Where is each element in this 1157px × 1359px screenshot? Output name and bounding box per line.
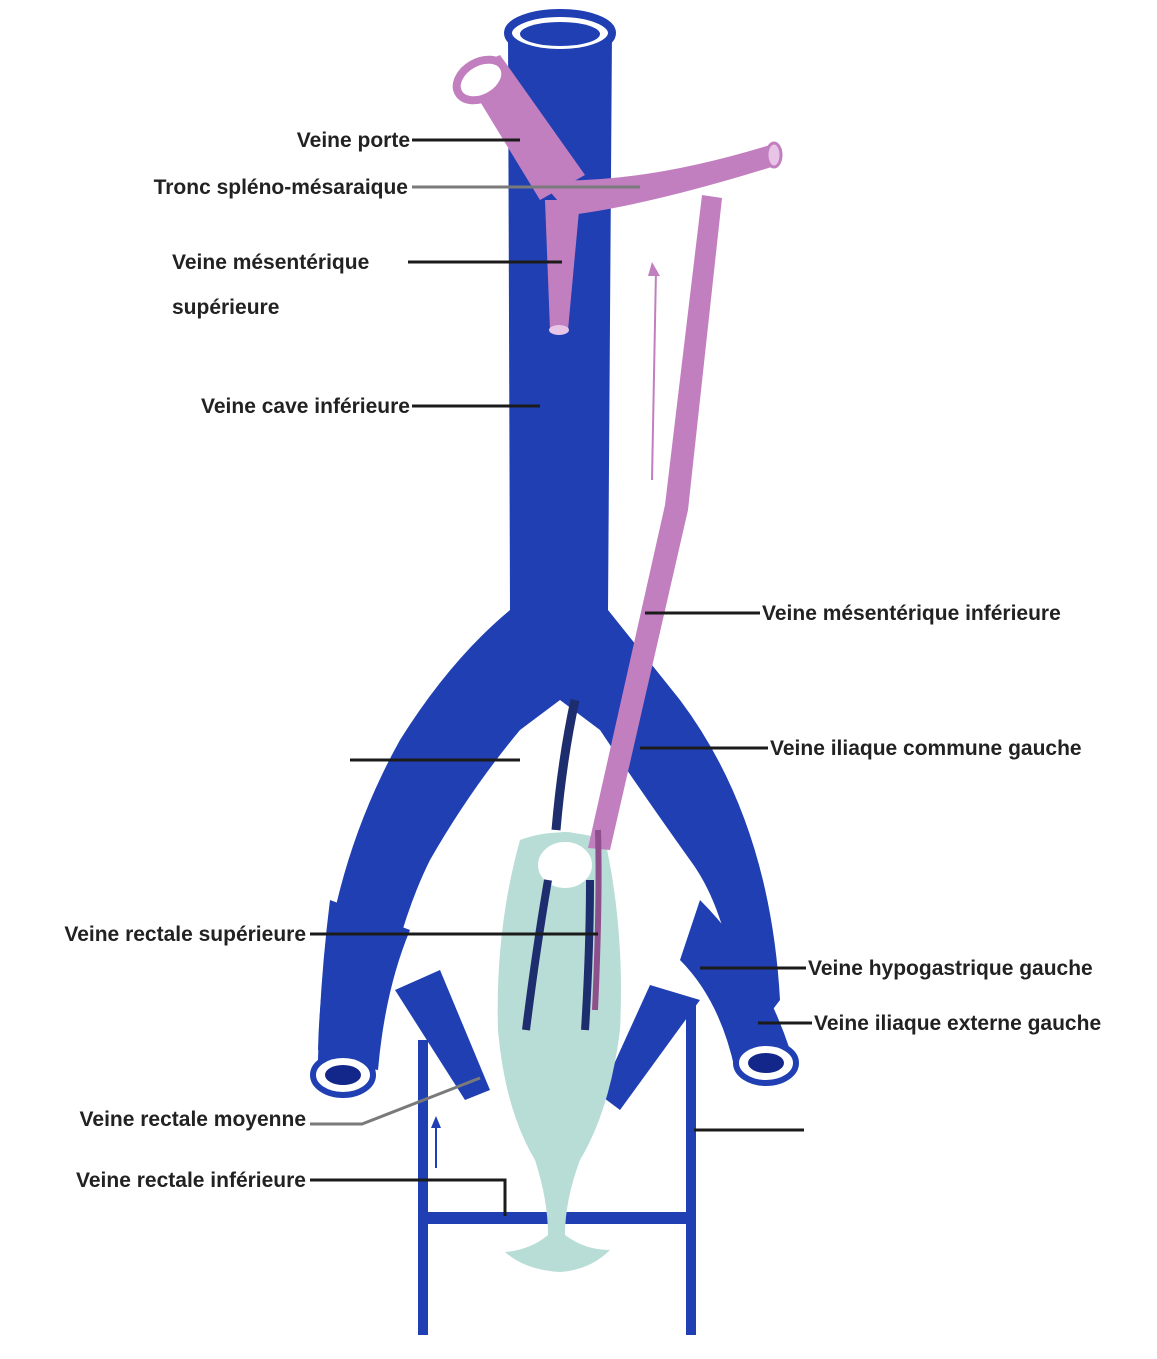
label-hypogastrique-gauche: Veine hypogastrique gauche [808, 957, 1093, 980]
label-vms-line2: supérieure [172, 296, 279, 319]
label-vms-line1: Veine mésentérique [172, 251, 369, 274]
label-veine-porte: Veine porte [297, 129, 410, 152]
right-iliac-lower [318, 900, 410, 1070]
label-iliaque-commune-gauche: Veine iliaque commune gauche [770, 737, 1082, 760]
label-vmi: Veine mésentérique inférieure [762, 602, 1061, 625]
leader-rectale-inferieure [310, 1180, 505, 1216]
rectum [498, 833, 621, 1273]
label-iliaque-externe-gauche: Veine iliaque externe gauche [814, 1012, 1101, 1035]
label-rectale-moyenne: Veine rectale moyenne [80, 1108, 306, 1131]
inferior-mesenteric-extension [556, 700, 575, 830]
label-rectale-superieure: Veine rectale supérieure [64, 923, 306, 946]
rectum-body [498, 833, 621, 1273]
left-vertical-vein [686, 1000, 696, 1335]
right-vertical-vein [418, 1040, 428, 1335]
label-vci: Veine cave inférieure [201, 395, 410, 418]
flow-arrow-imv [652, 270, 656, 480]
label-rectale-inferieure: Veine rectale inférieure [76, 1169, 306, 1192]
label-tronc-spleno: Tronc spléno-mésaraique [154, 176, 408, 199]
